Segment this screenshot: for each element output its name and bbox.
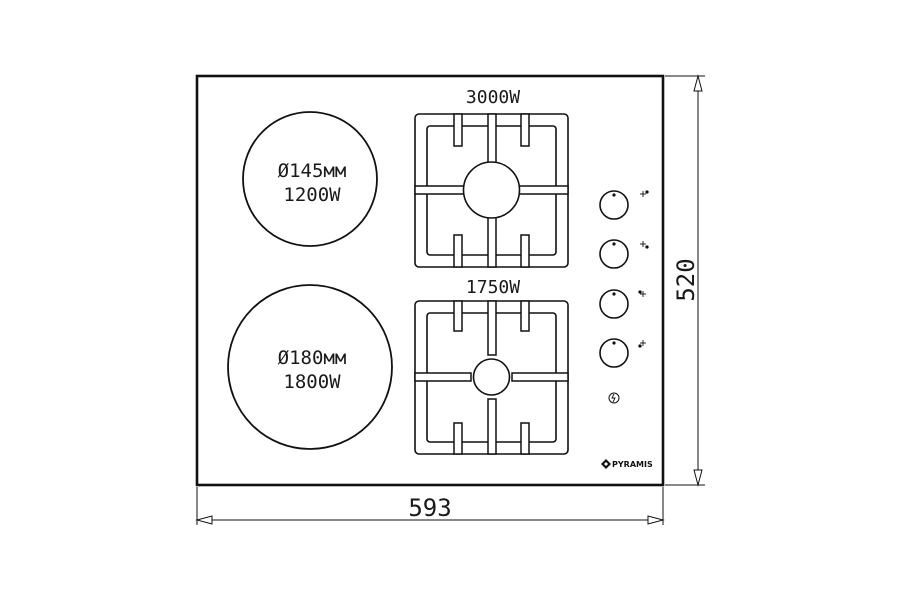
control-knob-1[interactable] — [599, 190, 629, 220]
zone-large-diameter: Ø180мм — [278, 347, 347, 369]
zone-indicator-icon — [640, 190, 649, 197]
height-label: 520 — [672, 258, 700, 301]
width-dimension — [195, 487, 665, 525]
zone-small — [242, 111, 378, 247]
burner-top-power: 3000W — [466, 87, 520, 108]
burner-top — [414, 113, 569, 268]
pyramis-logo: PYRAMIS — [601, 459, 653, 469]
burner-bottom — [414, 300, 569, 455]
control-knob-3[interactable] — [599, 289, 629, 319]
zone-indicator-icon — [640, 241, 649, 249]
burner-bottom-power: 1750W — [466, 277, 520, 298]
zone-small-power: 1200W — [283, 184, 341, 206]
control-knob-4[interactable] — [599, 338, 629, 368]
zone-indicator-icon — [638, 340, 646, 348]
hob-outline — [195, 74, 665, 487]
zone-large — [227, 284, 393, 450]
svg-text:PYRAMIS: PYRAMIS — [612, 460, 653, 469]
zone-indicator-icon — [638, 290, 646, 297]
control-knob-2[interactable] — [599, 239, 629, 269]
width-label: 593 — [408, 494, 451, 522]
ignition-symbol-icon[interactable] — [608, 392, 620, 404]
zone-small-diameter: Ø145мм — [278, 160, 347, 182]
height-dimension — [665, 74, 705, 487]
zone-large-power: 1800W — [283, 371, 341, 393]
